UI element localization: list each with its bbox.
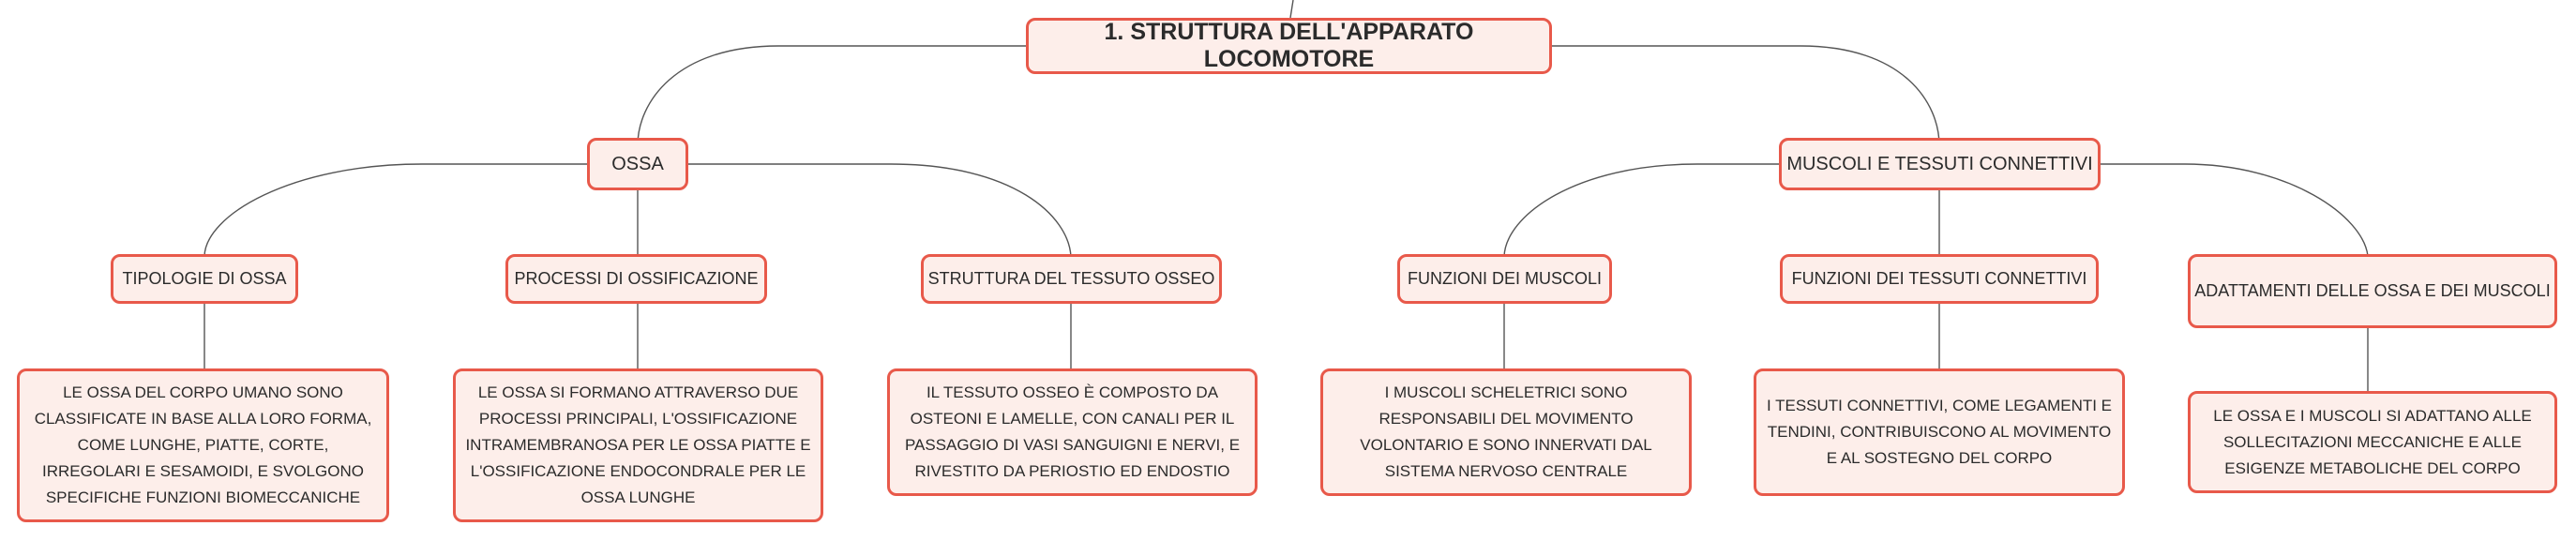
detail-struttura-del-tessuto-osseo[interactable]: IL TESSUTO OSSEO È COMPOSTO DA OSTEONI E… <box>887 368 1258 496</box>
root-node[interactable]: 1. STRUTTURA DELL'APPARATO LOCOMOTORE <box>1026 18 1552 74</box>
detail-funzioni-dei-muscoli[interactable]: I MUSCOLI SCHELETRICI SONO RESPONSABILI … <box>1320 368 1692 496</box>
topic-processi-di-ossificazione[interactable]: PROCESSI DI OSSIFICAZIONE <box>505 254 767 304</box>
topic-funzioni-dei-tessuti-connettivi[interactable]: FUNZIONI DEI TESSUTI CONNETTIVI <box>1780 254 2099 304</box>
detail-funzioni-dei-tessuti-connettivi[interactable]: I TESSUTI CONNETTIVI, COME LEGAMENTI E T… <box>1754 368 2125 496</box>
line-ossa-tipologie <box>203 163 587 258</box>
detail-adattamenti-ossa-muscoli[interactable]: LE OSSA E I MUSCOLI SI ADATTANO ALLE SOL… <box>2188 391 2557 493</box>
topic-tipologie-di-ossa[interactable]: TIPOLOGIE DI OSSA <box>111 254 298 304</box>
detail-tipologie-di-ossa[interactable]: LE OSSA DEL CORPO UMANO SONO CLASSIFICAT… <box>17 368 389 522</box>
line-muscoli-funzioni-muscoli <box>1503 163 1779 258</box>
root-incoming-line <box>1289 0 1294 19</box>
line-root-muscoli <box>1552 45 1940 146</box>
topic-funzioni-dei-muscoli[interactable]: FUNZIONI DEI MUSCOLI <box>1397 254 1612 304</box>
line-ossa-struttura <box>688 163 1072 258</box>
line-muscoli-adattamenti <box>2101 163 2369 257</box>
branch-muscoli-tessuti-connettivi[interactable]: MUSCOLI E TESSUTI CONNETTIVI <box>1779 138 2101 190</box>
topic-struttura-del-tessuto-osseo[interactable]: STRUTTURA DEL TESSUTO OSSEO <box>921 254 1222 304</box>
detail-processi-di-ossificazione[interactable]: LE OSSA SI FORMANO ATTRAVERSO DUE PROCES… <box>453 368 823 522</box>
branch-ossa[interactable]: OSSA <box>587 138 688 190</box>
line-root-ossa <box>637 45 1026 146</box>
topic-adattamenti-ossa-muscoli[interactable]: ADATTAMENTI DELLE OSSA E DEI MUSCOLI <box>2188 254 2557 328</box>
